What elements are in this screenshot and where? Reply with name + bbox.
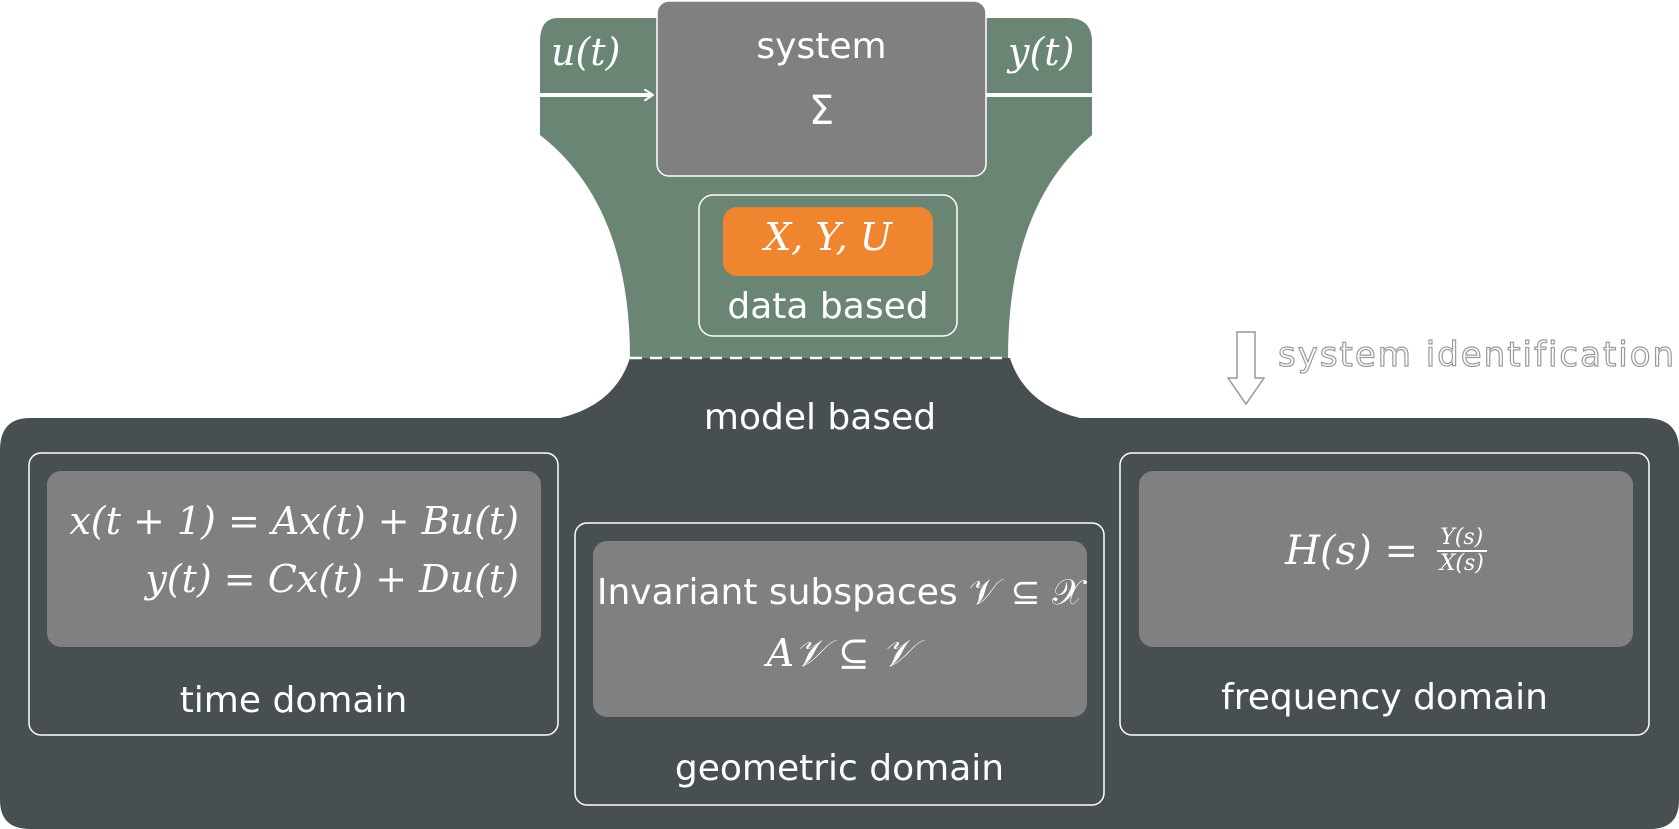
transfer-function: H(s) = Y(s)X(s): [1139, 526, 1633, 576]
transfer-function-fraction: Y(s)X(s): [1436, 526, 1487, 576]
frequency-domain-box: [1139, 471, 1633, 647]
transfer-function-lhs: H(s) =: [1285, 528, 1431, 574]
frequency-domain-label: frequency domain: [1221, 677, 1548, 718]
system-title: system: [756, 26, 887, 67]
data-box: [698, 194, 958, 337]
geometric-domain-box: [593, 541, 1087, 717]
frequency-domain-frame: [1119, 452, 1650, 736]
transfer-function-denominator: X(s): [1439, 551, 1484, 576]
input-signal-label: u(t): [551, 30, 621, 74]
time-domain-frame: [28, 452, 559, 736]
system-symbol: Σ: [808, 88, 835, 134]
data-based-label: data based: [727, 286, 929, 327]
matrices-box: [723, 207, 933, 276]
geometric-domain-label: geometric domain: [674, 748, 1005, 789]
system-identification-label: system identification: [1277, 334, 1677, 375]
invariance-condition: A𝒱 ⊆ 𝒱: [766, 631, 914, 675]
invariant-subspaces-text: Invariant subspaces 𝒱 ⊆ 𝒳: [596, 572, 1084, 613]
data-matrices: X, Y, U: [764, 215, 892, 259]
output-signal-label: y(t): [1008, 30, 1075, 74]
model-based-label: model based: [703, 397, 937, 438]
state-equation: x(t + 1) = Ax(t) + Bu(t): [69, 499, 519, 543]
down-arrow-icon: [1226, 331, 1266, 406]
time-domain-box: [47, 471, 541, 647]
output-equation: y(t) = Cx(t) + Du(t): [145, 557, 519, 601]
transfer-function-numerator: Y(s): [1436, 526, 1487, 552]
geometric-domain-frame: [574, 522, 1105, 806]
time-domain-label: time domain: [179, 680, 408, 721]
system-box: [656, 0, 987, 177]
